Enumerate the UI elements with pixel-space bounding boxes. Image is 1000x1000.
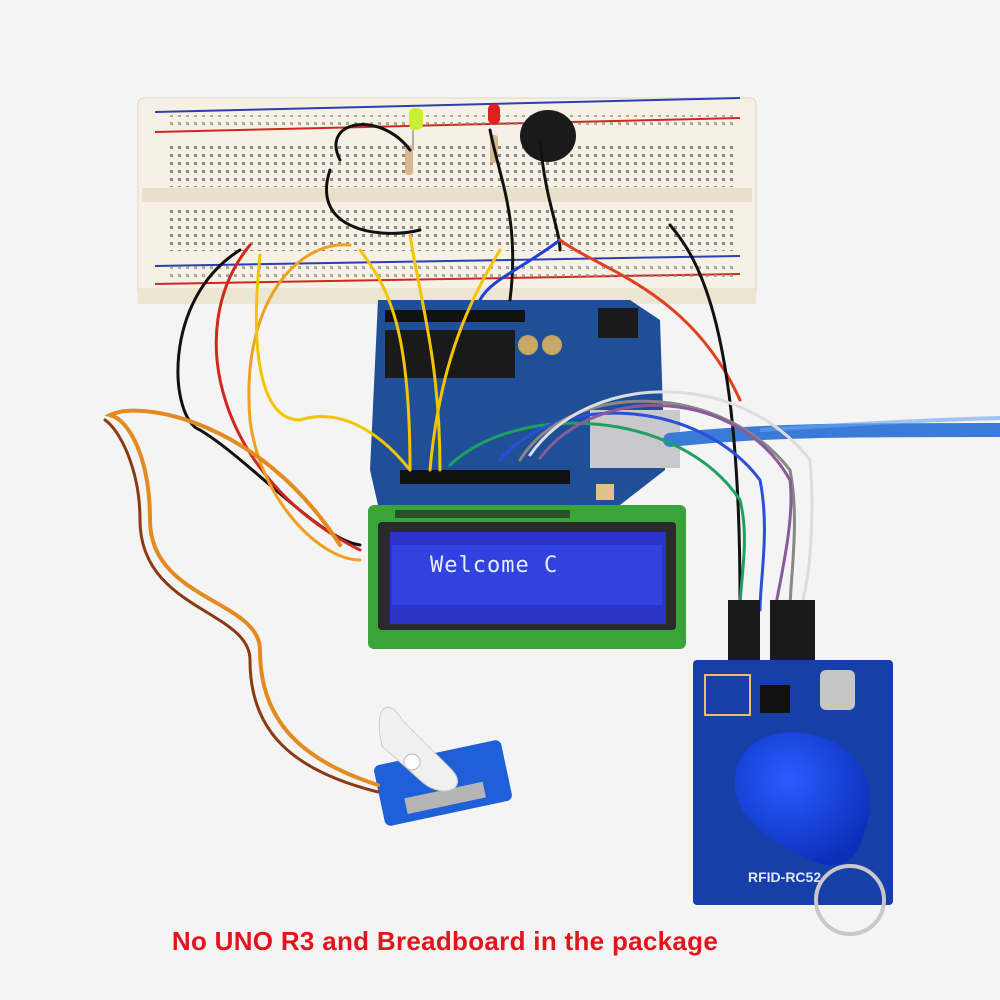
rfid-board-label: RFID-RC52 [748, 869, 821, 885]
lcd-display-text: Welcome C [430, 553, 558, 578]
buzzer [520, 110, 576, 162]
package-disclaimer: No UNO R3 and Breadboard in the package [171, 926, 719, 956]
jumper-wires [176, 123, 814, 612]
servo-motor [374, 706, 512, 826]
arduino-board [370, 300, 680, 505]
led-green [409, 108, 423, 150]
breadboard [137, 97, 757, 304]
rfid-key-tag [734, 732, 886, 936]
usb-cable [663, 423, 1000, 447]
lcd-module: Welcome C [368, 505, 686, 649]
servo-wires [103, 408, 380, 794]
led-red [488, 104, 500, 124]
